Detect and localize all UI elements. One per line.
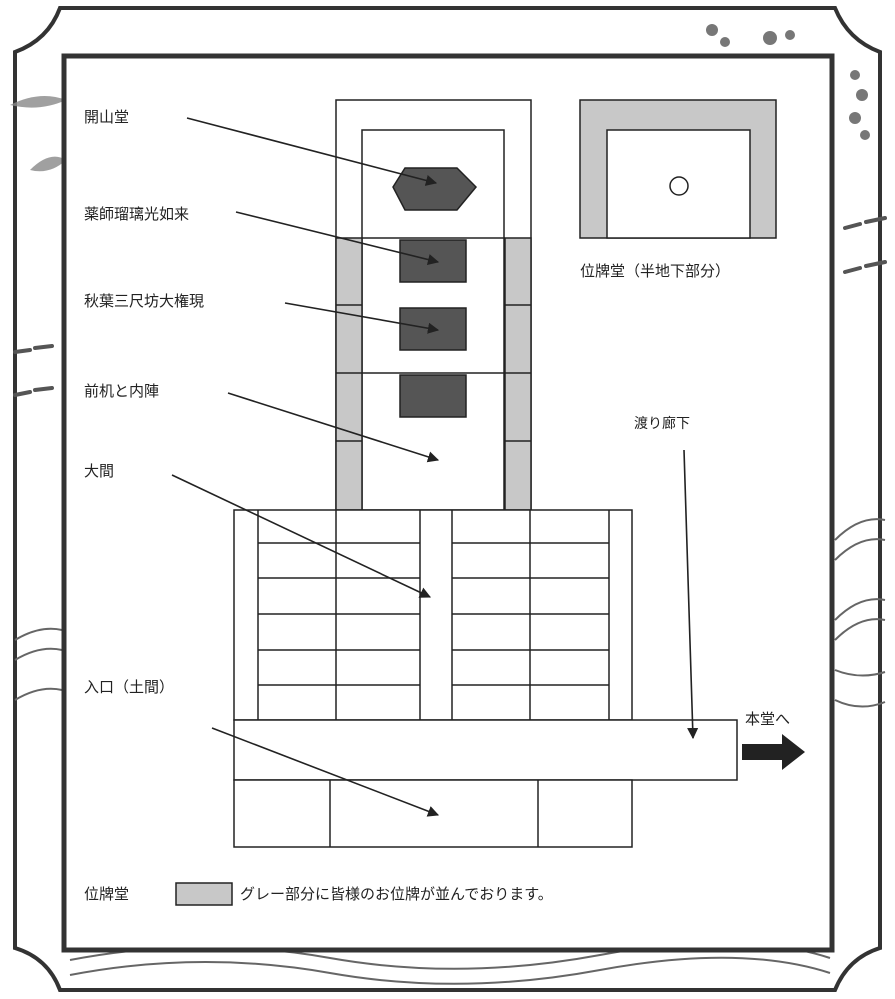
label-ihaido-basement: 位牌堂（半地下部分） — [580, 262, 730, 280]
pointer-arrows — [171, 117, 699, 817]
label-watari-roka: 渡り廊下 — [634, 415, 690, 432]
label-oma: 大間 — [84, 462, 114, 480]
legend: 位牌堂 グレー部分に皆様のお位牌が並んでおります。 — [84, 882, 553, 906]
label-maezukue: 前机と内陣 — [84, 382, 159, 400]
round-marker — [669, 176, 689, 196]
front-altar — [399, 374, 467, 418]
label-kaisando: 開山堂 — [84, 108, 129, 126]
ihaido-basement-plan — [579, 99, 777, 239]
main-hall-plan — [233, 509, 633, 721]
plant-decoration — [706, 24, 870, 140]
legend-title: 位牌堂 — [84, 885, 129, 903]
label-akiba: 秋葉三尺坊大権現 — [84, 292, 204, 310]
label-yakushi: 薬師瑠璃光如来 — [84, 205, 189, 223]
bamboo-leaf-decoration — [10, 96, 66, 172]
label-hondo: 本堂へ — [745, 710, 790, 728]
kaisando-shrine — [392, 167, 478, 211]
dash-decoration — [13, 216, 887, 397]
inner-sanctum-plan — [335, 99, 532, 511]
legend-gray-swatch — [175, 882, 233, 906]
right-arrow-icon — [742, 734, 805, 770]
legend-text: グレー部分に皆様のお位牌が並んでおります。 — [240, 885, 553, 903]
label-iriguchi: 入口（土間） — [84, 678, 174, 696]
